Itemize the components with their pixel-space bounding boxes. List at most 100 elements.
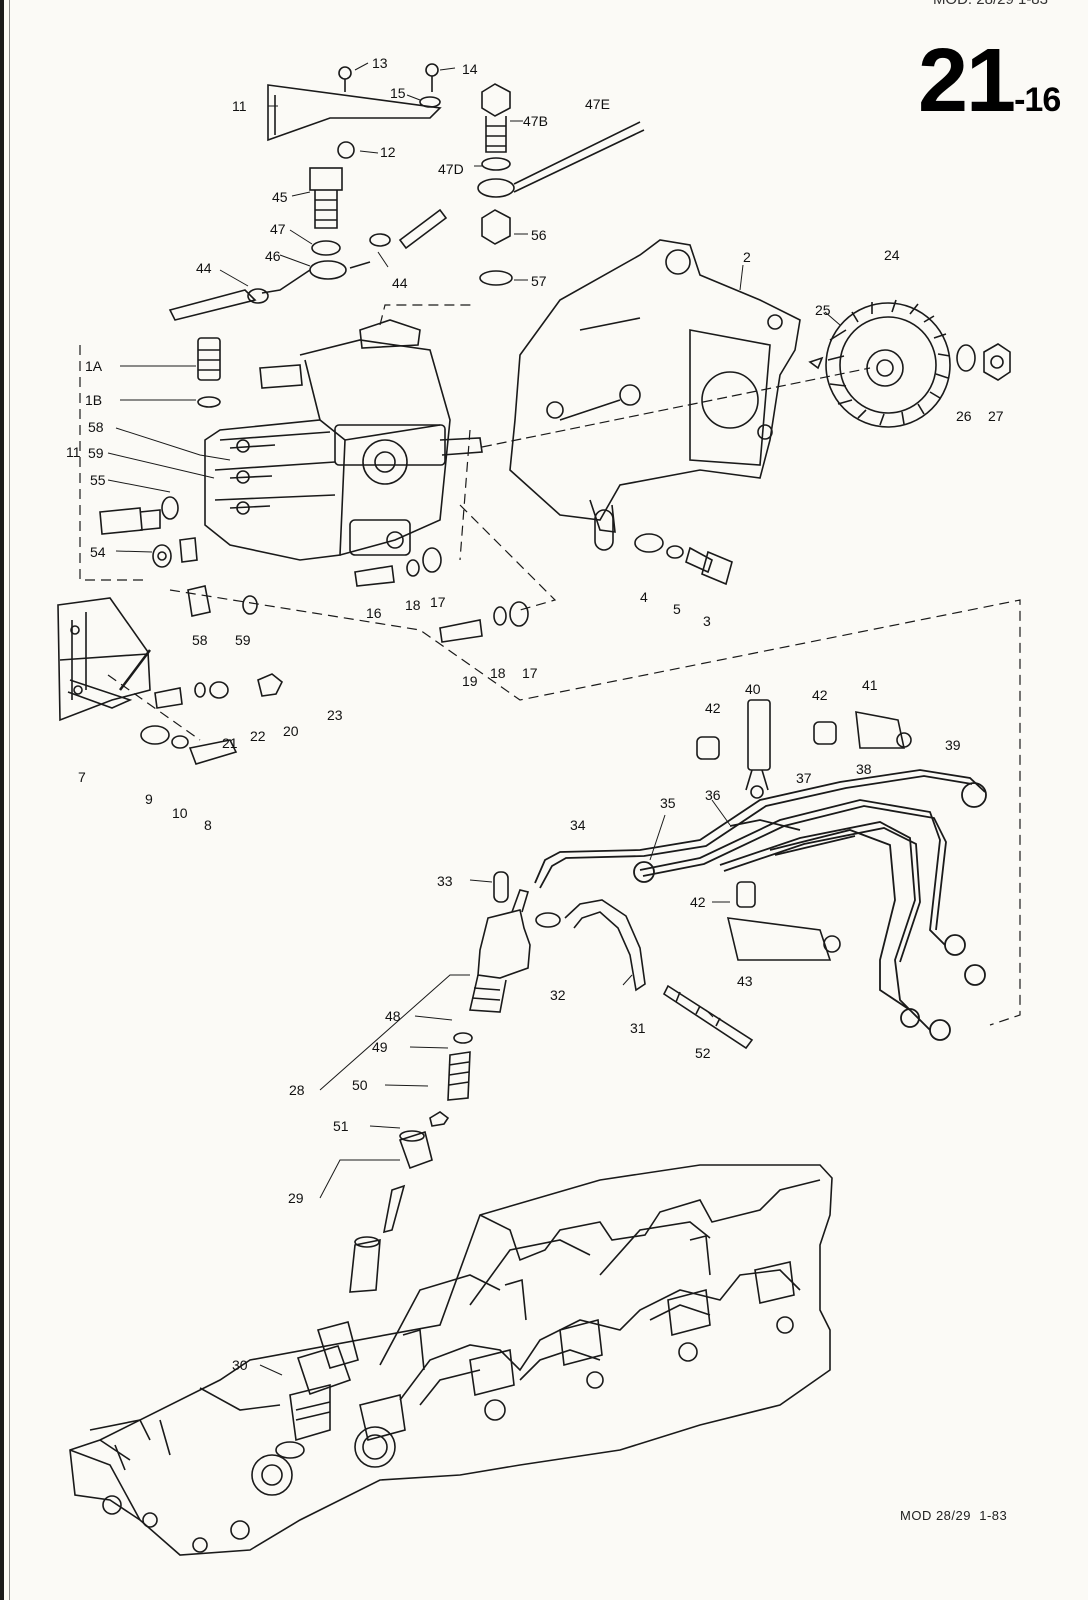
callout-29: 29	[288, 1190, 304, 1206]
callout-51: 51	[333, 1118, 349, 1134]
callout-46: 46	[265, 248, 281, 264]
callout-24: 24	[884, 247, 900, 263]
callout-21: 21	[222, 735, 238, 751]
callout-11: 11	[232, 98, 247, 114]
callout-18: 18	[405, 597, 421, 613]
callout-23: 23	[327, 707, 343, 723]
callout-5: 5	[673, 601, 681, 617]
callout-22: 22	[250, 728, 266, 744]
callout-28: 28	[289, 1082, 305, 1098]
bracket-fasteners	[140, 673, 284, 765]
binder-edge	[0, 0, 4, 1600]
bracket-bolt-group	[634, 533, 733, 586]
callout-10: 10	[172, 805, 188, 821]
callout-1b: 1B	[85, 392, 102, 408]
callout-47b: 47B	[523, 113, 548, 129]
callout-13: 13	[372, 55, 388, 71]
callout-49: 49	[372, 1039, 388, 1055]
callout-36: 36	[705, 787, 721, 803]
callout-37: 37	[796, 770, 812, 786]
callout-42-a: 42	[705, 700, 721, 716]
callout-39: 39	[945, 737, 961, 753]
callout-54: 54	[90, 544, 106, 560]
callout-17: 17	[430, 594, 446, 610]
callout-25: 25	[815, 302, 831, 318]
callout-30: 30	[232, 1357, 248, 1373]
callout-31: 31	[630, 1020, 646, 1036]
callout-47e: 47E	[585, 96, 610, 112]
callout-47: 47	[270, 221, 286, 237]
page-number-main: 21	[918, 31, 1016, 131]
callout-40: 40	[745, 681, 761, 697]
callout-58-lower: 58	[192, 632, 208, 648]
callout-45: 45	[272, 189, 288, 205]
callout-12: 12	[380, 144, 396, 160]
solenoid-valve	[197, 337, 221, 408]
cylinder-head	[69, 1164, 833, 1556]
callout-34: 34	[570, 817, 586, 833]
callout-33: 33	[437, 873, 453, 889]
callout-44-left: 44	[196, 260, 212, 276]
callout-59-lower: 59	[235, 632, 251, 648]
callout-47d: 47D	[438, 161, 464, 177]
throttle-bracket	[267, 63, 442, 142]
delivery-valves	[99, 496, 258, 617]
callout-38: 38	[856, 761, 872, 777]
callout-19: 19	[462, 673, 478, 689]
page-number-sub: -16	[1014, 81, 1061, 119]
callout-35: 35	[660, 795, 676, 811]
callout-11-left: 11	[66, 444, 81, 460]
callout-20: 20	[283, 723, 299, 739]
injection-pipes	[534, 769, 987, 1041]
banjo-fitting-right	[477, 83, 645, 286]
injector-assembly	[275, 889, 531, 1459]
callout-48: 48	[385, 1008, 401, 1024]
callout-4: 4	[640, 589, 648, 605]
leader-lines	[79, 304, 1021, 1026]
header-model-code: MOD. 28/29 1-83	[933, 0, 1048, 8]
callout-3: 3	[703, 613, 711, 629]
callout-50: 50	[352, 1077, 368, 1093]
callout-44-right: 44	[392, 275, 408, 291]
timing-gear	[808, 299, 1011, 428]
page-number: 21-16	[918, 36, 1061, 126]
callout-55: 55	[90, 472, 106, 488]
callout-9: 9	[145, 791, 153, 807]
callout-16: 16	[366, 605, 382, 621]
callout-15: 15	[390, 85, 406, 101]
footer-model-date: MOD 28/29 1-83	[900, 1508, 1007, 1523]
callout-14: 14	[462, 61, 478, 77]
callout-57: 57	[531, 273, 547, 289]
callout-58: 58	[88, 419, 104, 435]
callout-52: 52	[695, 1045, 711, 1061]
footer-date: 1-83	[979, 1508, 1008, 1523]
callout-17-lower: 17	[522, 665, 538, 681]
callout-2: 2	[743, 249, 751, 265]
callout-43: 43	[737, 973, 753, 989]
pump-bolt-group	[354, 547, 529, 643]
banjo-fitting-left	[168, 141, 448, 321]
leak-off-hoses	[493, 871, 754, 1050]
callout-41: 41	[862, 677, 878, 693]
callout-1a: 1A	[85, 358, 103, 374]
binder-edge-line	[9, 0, 10, 1600]
callout-26: 26	[956, 408, 972, 424]
callout-42-c: 42	[690, 894, 706, 910]
injection-pump	[204, 319, 483, 561]
footer-model: MOD 28/29	[900, 1508, 971, 1523]
callout-42-b: 42	[812, 687, 828, 703]
callout-56: 56	[531, 227, 547, 243]
callout-27: 27	[988, 408, 1004, 424]
callout-pointers	[107, 62, 841, 1376]
pipe-clamps	[696, 699, 912, 961]
callout-7: 7	[78, 769, 86, 785]
callout-18-lower: 18	[490, 665, 506, 681]
callout-32: 32	[550, 987, 566, 1003]
callout-8: 8	[204, 817, 212, 833]
support-bracket	[57, 597, 151, 722]
pump-mounting-bracket	[509, 239, 801, 551]
callout-59: 59	[88, 445, 104, 461]
callout-labels: 1A 1B 11 58 59 55 54 58 59 7 9 10 8 21 2…	[66, 55, 1004, 1373]
